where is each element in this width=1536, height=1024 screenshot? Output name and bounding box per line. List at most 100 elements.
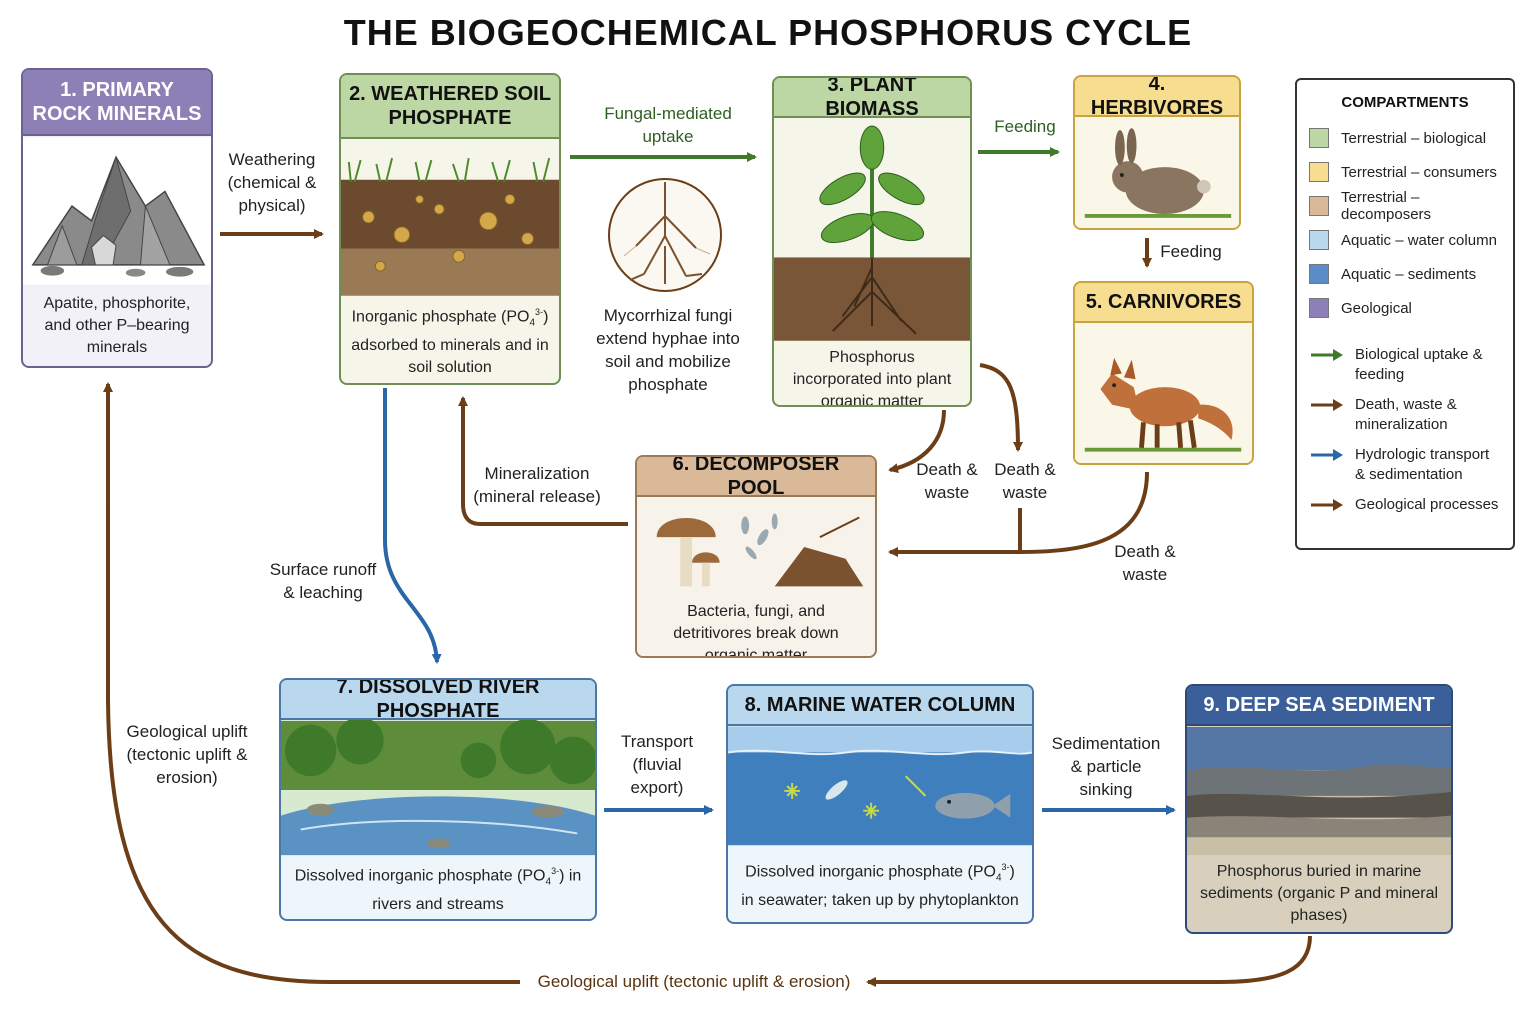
legend-swatch (1309, 162, 1329, 182)
label-transport: Transport (fluvial export) (620, 732, 694, 797)
desc-sup: 3- (1001, 862, 1010, 873)
legend-arrow-item: Hydrologic transport & sedimentation (1309, 445, 1501, 485)
soil-illustration (341, 139, 559, 297)
node-description: Phosphorus buried in marine sediments (o… (1199, 863, 1439, 924)
desc-sup: 3- (535, 307, 544, 318)
arrow-death-herb (979, 363, 1023, 452)
label-death-carnivores: Death & waste (1114, 542, 1176, 584)
node-title: 2. WEATHERED SOIL PHOSPHATE (341, 75, 559, 139)
legend-compartment-label: Terrestrial – biological (1341, 129, 1487, 147)
node-title: 7. DISSOLVED RIVER PHOSPHATE (281, 680, 595, 722)
node-carnivores[interactable]: 5. CARNIVORES (1073, 281, 1254, 465)
rabbit-illustration (1075, 117, 1239, 228)
desc-pre: Inorganic phosphate (PO (351, 308, 530, 326)
node-description: Bacteria, fungi, and detritivores break … (673, 603, 839, 658)
label-mineralization: Mineralization (mineral release) (473, 464, 601, 506)
node-herbivores[interactable]: 4. HERBIVORES (1073, 75, 1241, 230)
desc-post: ) in rivers and streams (372, 867, 582, 913)
legend-compartment-label: Aquatic – sediments (1341, 265, 1477, 283)
legend-arrow-item: Geological processes (1309, 495, 1501, 515)
desc-pre: Dissolved inorganic phosphate (PO (745, 863, 996, 881)
title-line-2: ROCK MINERALS (32, 103, 202, 125)
node-marine-water-column[interactable]: 8. MARINE WATER COLUMN Dissolved inorgan… (726, 684, 1034, 924)
node-description: Phosphorus incorporated into plant organ… (792, 349, 952, 407)
node-title: 3. PLANT BIOMASS (774, 78, 970, 120)
node-title: 9. DEEP SEA SEDIMENT (1187, 686, 1451, 726)
desc-sup: 3- (551, 866, 560, 876)
mycorrhiza-description: Mycorrhizal fungi extend hyphae into soi… (596, 306, 740, 394)
legend-compartment-item: Aquatic – sediments (1309, 257, 1501, 291)
arrow-uplift-bottom (866, 935, 1312, 987)
label-geological-uplift-bottom: Geological uplift (tectonic uplift & ero… (524, 970, 864, 993)
label-fungal-uptake: Fungal-mediated uptake (604, 104, 732, 146)
legend-compartment-label: Terrestrial – consumers (1341, 163, 1497, 181)
title-line-2: PHOSPHATE (388, 107, 512, 129)
legend-arrow-icon (1311, 349, 1343, 361)
title-line-1: 2. WEATHERED SOIL (349, 83, 551, 105)
node-description: Dissolved inorganic phosphate (PO43-) in… (728, 846, 1032, 922)
legend-compartment-item: Aquatic – water column (1309, 223, 1501, 257)
label-death-plant: Death & waste (916, 460, 978, 502)
legend-title: COMPARTMENTS (1341, 94, 1469, 111)
node-title: 8. MARINE WATER COLUMN (728, 686, 1032, 726)
legend-compartment-item: Terrestrial – biological (1309, 121, 1501, 155)
node-description: Dissolved inorganic phosphate (PO43-) in… (281, 856, 595, 919)
label-weathering: Weathering (chemical & physical) (227, 150, 317, 215)
node-deep-sea-sediment[interactable]: 9. DEEP SEA SEDIMENT Phosphorus buried i… (1185, 684, 1453, 934)
river-illustration (281, 720, 595, 856)
arrow-runoff (383, 388, 442, 664)
desc-post: ) adsorbed to minerals and in soil solut… (351, 308, 549, 376)
mycorrhiza-illustration (608, 178, 722, 292)
legend-compartment-label: Aquatic – water column (1341, 231, 1497, 249)
marine-illustration (728, 726, 1032, 846)
label-death-herbivores: Death & waste (994, 460, 1056, 502)
node-title: 4. HERBIVORES (1075, 77, 1239, 119)
legend-arrow-item: Biological uptake & feeding (1309, 345, 1501, 385)
node-weathered-soil-phosphate[interactable]: 2. WEATHERED SOIL PHOSPHATE Inorganic ph… (339, 73, 561, 385)
desc-sub: 4 (529, 317, 536, 329)
label-feeding-carnivores: Feeding (1160, 242, 1222, 261)
desc-pre: Dissolved inorganic phosphate (PO (294, 867, 546, 885)
legend-compartment-item: Geological (1309, 291, 1501, 325)
legend-arrow-icon (1311, 449, 1343, 461)
page-title: THE BIOGEOCHEMICAL PHOSPHORUS CYCLE (343, 12, 1193, 53)
node-primary-rock-minerals[interactable]: 1. PRIMARY ROCK MINERALS Apatite, phosph… (21, 68, 213, 368)
legend-arrow-item: Death, waste & mineralization (1309, 395, 1501, 435)
sediment-illustration (1187, 726, 1451, 856)
label-geological-uplift-left: Geological uplift (tectonic uplift & ero… (126, 722, 248, 787)
legend-swatch (1309, 196, 1329, 216)
label-feeding-herbivores: Feeding (994, 117, 1056, 136)
legend-compartment-label: Geological (1341, 299, 1412, 317)
node-title: 6. DECOMPOSER POOL (637, 457, 875, 499)
node-dissolved-river-phosphate[interactable]: 7. DISSOLVED RIVER PHOSPHATE Dissolved i… (279, 678, 597, 921)
label-sedimentation: Sedimentation & particle sinking (1051, 734, 1161, 799)
legend-compartment-item: Terrestrial – consumers (1309, 155, 1501, 189)
node-description: Apatite, phosphorite, and other P–bearin… (43, 295, 191, 356)
legend-compartment-label: Terrestrial – decomposers (1341, 189, 1432, 223)
node-decomposer-pool[interactable]: 6. DECOMPOSER POOL Bacteria, fungi, and … (635, 455, 877, 658)
legend-arrow-icon (1311, 499, 1343, 511)
node-plant-biomass[interactable]: 3. PLANT BIOMASS Phosphorus incorporated… (772, 76, 972, 407)
fox-illustration (1075, 323, 1252, 463)
title-line-1: 1. PRIMARY (60, 79, 174, 101)
legend-arrow-label: Biological uptake & feeding (1355, 346, 1483, 383)
desc-post: ) in seawater; taken up by phytoplankton (741, 863, 1019, 909)
legend-swatch (1309, 230, 1329, 250)
node-title: 5. CARNIVORES (1075, 283, 1252, 323)
desc-sub: 4 (545, 876, 552, 888)
legend-arrow-icon (1311, 399, 1343, 411)
plant-illustration (774, 118, 970, 343)
decomposer-illustration (637, 497, 875, 597)
node-title: 1. PRIMARY ROCK MINERALS (23, 70, 211, 136)
legend-swatch (1309, 128, 1329, 148)
legend-swatch (1309, 264, 1329, 284)
legend-compartment-item: Terrestrial – decomposers (1309, 189, 1501, 223)
node-description: Inorganic phosphate (PO43-) adsorbed to … (341, 297, 559, 383)
label-surface-runoff: Surface runoff & leaching (269, 560, 377, 602)
desc-sub: 4 (995, 872, 1002, 884)
legend-swatch (1309, 298, 1329, 318)
rock-illustration (23, 136, 211, 286)
